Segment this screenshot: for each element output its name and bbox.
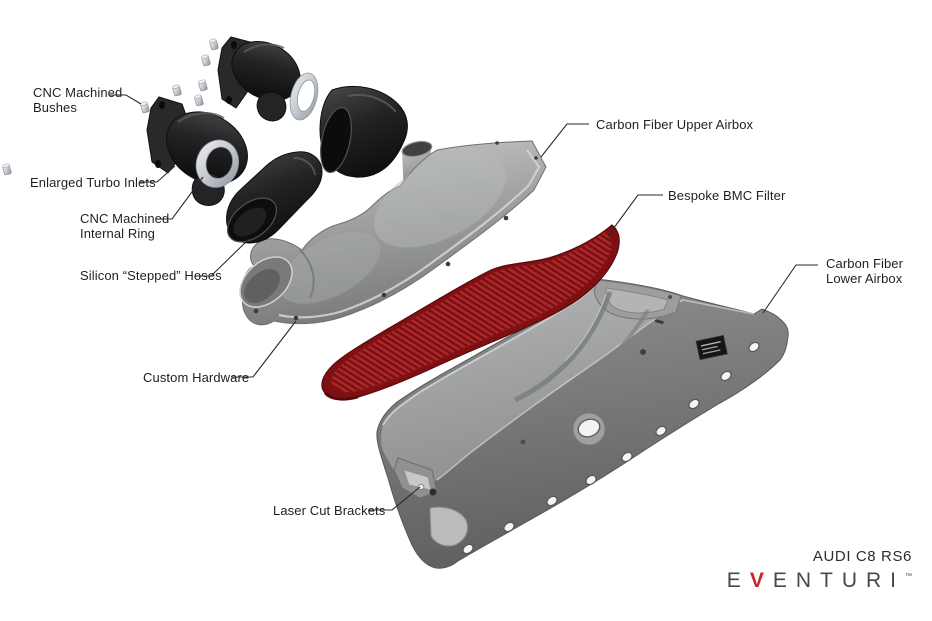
callout-line: CNC Machined: [80, 211, 170, 226]
callout-cnc-machined-internal-ring: CNC Machined Internal Ring: [80, 211, 169, 241]
lower-internal-ring-render: [195, 139, 240, 188]
callout-line: Carbon Fiber: [826, 256, 904, 271]
callout-carbon-fiber-lower-airbox: Carbon Fiber Lower Airbox: [826, 256, 903, 286]
logo-red-v: V: [749, 569, 773, 592]
branding: AUDI C8 RS6 EVENTURI™: [727, 548, 912, 593]
callout-line: Internal Ring: [80, 226, 156, 241]
callout-line: Custom Hardware: [143, 370, 250, 385]
logo-letters: ENTURI: [772, 569, 905, 592]
bmc-filter-render: [321, 224, 620, 401]
leader-lines: [109, 94, 818, 511]
upper-turbo-inlet-render: [217, 36, 301, 122]
upper-airbox-render: [239, 140, 547, 326]
callout-line: Lower Airbox: [826, 271, 903, 286]
eventuri-logo: EVENTURI™: [727, 569, 912, 593]
laser-cut-bracket-render: [393, 457, 469, 547]
callout-custom-hardware: Custom Hardware: [143, 370, 249, 385]
callout-line: Bushes: [33, 100, 77, 115]
callout-line: CNC Machined: [33, 85, 123, 100]
callout-laser-cut-brackets: Laser Cut Brackets: [273, 503, 385, 518]
logo-letter: E: [726, 569, 750, 592]
callout-cnc-machined-bushes: CNC Machined Bushes: [33, 85, 122, 115]
callout-line: Bespoke BMC Filter: [668, 188, 786, 203]
trademark-symbol: ™: [905, 573, 912, 580]
callout-carbon-fiber-upper-airbox: Carbon Fiber Upper Airbox: [596, 117, 753, 132]
lower-silicone-hose-render: [226, 151, 323, 244]
callout-line: Carbon Fiber Upper Airbox: [596, 117, 754, 132]
mounting-holes: [462, 341, 760, 555]
upper-internal-ring-render: [289, 72, 319, 121]
callout-bespoke-bmc-filter: Bespoke BMC Filter: [668, 188, 785, 203]
lower-airbox-render: [376, 278, 789, 569]
model-name: AUDI C8 RS6: [812, 548, 912, 565]
callout-line: Laser Cut Brackets: [273, 503, 386, 518]
label-sticker: [695, 334, 728, 361]
callout-line: Enlarged Turbo Inlets: [30, 175, 156, 190]
callout-silicon-stepped-hoses: Silicon “Stepped” Hoses: [80, 268, 222, 283]
callout-line: Silicon “Stepped” Hoses: [80, 268, 222, 283]
upper-silicone-hose-render: [319, 86, 408, 178]
bushes-render: [2, 38, 219, 176]
callout-enlarged-turbo-inlets: Enlarged Turbo Inlets: [30, 175, 156, 190]
